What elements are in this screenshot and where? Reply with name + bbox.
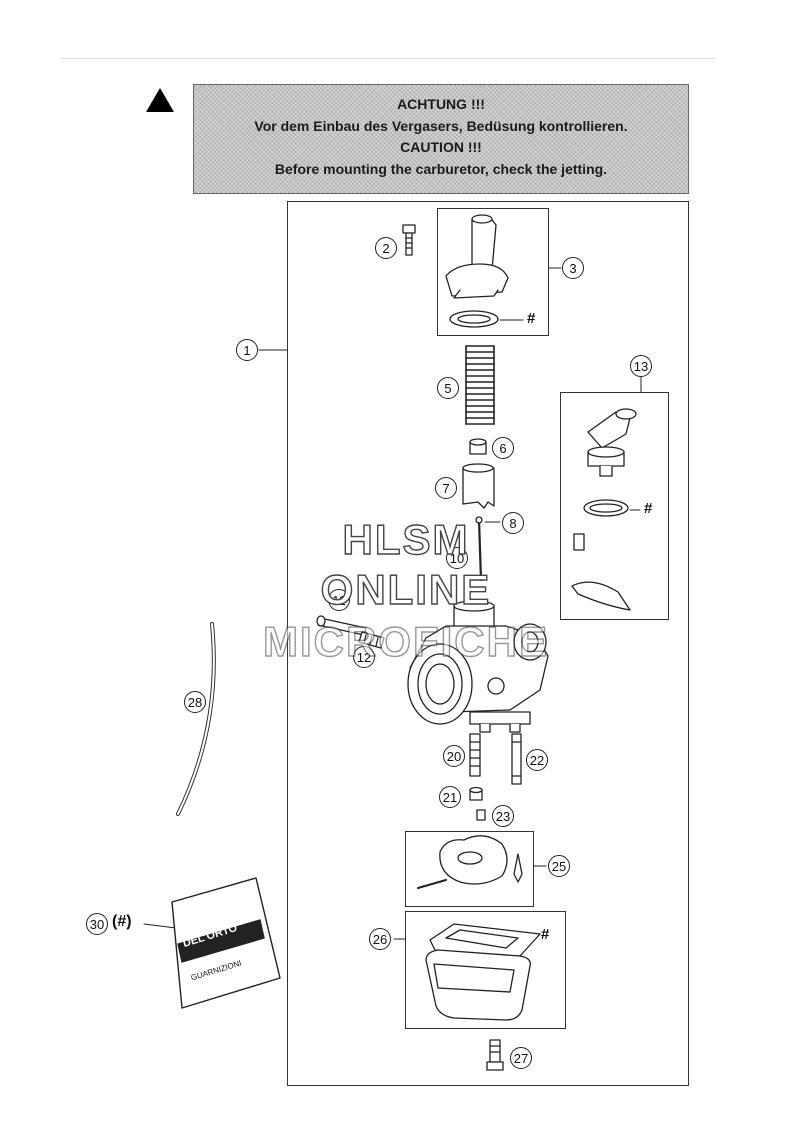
screw-part bbox=[402, 224, 416, 256]
main-jet-part bbox=[469, 733, 481, 777]
callout-12: 12 bbox=[353, 646, 375, 668]
callout-3: 3 bbox=[562, 257, 584, 279]
callout-22: 22 bbox=[526, 749, 548, 771]
hash-mark-choke-gasket: # bbox=[644, 500, 653, 517]
callout-8: 8 bbox=[502, 512, 524, 534]
starter-jet-part bbox=[476, 809, 486, 821]
leader-lines bbox=[143, 267, 642, 940]
needle-jet-part bbox=[511, 733, 522, 785]
warning-icon bbox=[146, 88, 174, 112]
header-rule bbox=[60, 58, 716, 59]
idle-screw-part bbox=[316, 615, 385, 649]
needle-clip-part bbox=[469, 438, 487, 455]
carburetor-assembly-frame bbox=[287, 201, 689, 1086]
throttle-cap-part bbox=[445, 214, 509, 328]
watermark-line-3: MICROFICHE bbox=[262, 617, 549, 665]
callout-10: 10 bbox=[446, 547, 468, 569]
callout-2: 2 bbox=[375, 237, 397, 259]
callout-13: 13 bbox=[630, 355, 652, 377]
warning-box: ACHTUNG !!! Vor dem Einbau des Vergasers… bbox=[193, 84, 689, 194]
throttle-slide-part bbox=[462, 463, 495, 509]
watermark-line-1: HLSM bbox=[342, 515, 470, 563]
float-bowl-part bbox=[425, 923, 541, 1021]
callout-20: 20 bbox=[443, 745, 465, 767]
callout-27: 27 bbox=[510, 1047, 532, 1069]
callout-6: 6 bbox=[492, 437, 514, 459]
float-group-frame bbox=[405, 831, 534, 907]
callout-25: 25 bbox=[548, 855, 570, 877]
callout-26: 26 bbox=[369, 928, 391, 950]
float-bowl-group-frame bbox=[405, 911, 566, 1029]
callout-11: 11 bbox=[328, 589, 350, 611]
spring-part bbox=[465, 345, 495, 425]
warning-line-2: Vor dem Einbau des Vergasers, Bedüsung k… bbox=[254, 117, 628, 134]
hash-mark-bowl-gasket: # bbox=[541, 926, 550, 943]
watermark-line-2: ONLINE bbox=[320, 565, 492, 613]
callout-23: 23 bbox=[492, 805, 514, 827]
warning-line-3: CAUTION !!! bbox=[400, 139, 482, 155]
callout-21: 21 bbox=[439, 786, 461, 808]
float-part bbox=[417, 835, 523, 889]
fuel-hose-part bbox=[176, 622, 216, 816]
idle-jet-part bbox=[469, 786, 483, 801]
warning-line-1: ACHTUNG !!! bbox=[397, 96, 485, 112]
callout-7: 7 bbox=[435, 477, 457, 499]
choke-kit-group-frame bbox=[560, 392, 669, 620]
callout-30-suffix: (#) bbox=[112, 913, 132, 930]
callout-28: 28 bbox=[184, 691, 206, 713]
jet-needle-part bbox=[475, 516, 483, 582]
warning-line-4: Before mounting the carburetor, check th… bbox=[274, 160, 608, 177]
gasket-packet-part bbox=[171, 877, 281, 1009]
callout-30: 30 bbox=[86, 913, 108, 935]
carburetor-body-part bbox=[407, 600, 549, 733]
throttle-cap-group-frame bbox=[437, 208, 549, 336]
callout-1: 1 bbox=[236, 339, 258, 361]
hash-mark-cap-gasket: # bbox=[527, 310, 536, 327]
drain-screw-part bbox=[486, 1039, 504, 1071]
choke-kit-part bbox=[571, 408, 637, 611]
callout-5: 5 bbox=[437, 377, 459, 399]
